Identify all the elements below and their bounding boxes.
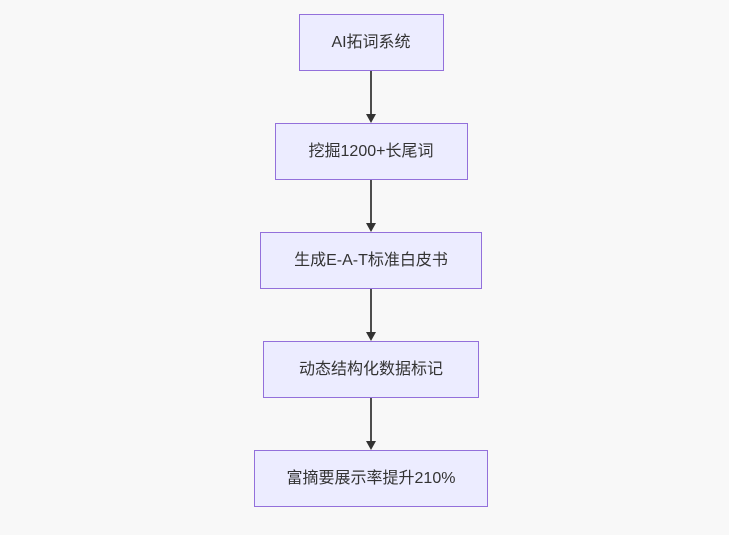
flow-arrow-3 xyxy=(365,289,377,341)
flow-node-longtail-keyword-mining: 挖掘1200+长尾词 xyxy=(274,123,468,180)
arrow-down-icon xyxy=(366,441,376,450)
arrow-line xyxy=(370,289,372,333)
arrow-down-icon xyxy=(366,223,376,232)
flow-arrow-1 xyxy=(365,71,377,123)
flow-node-label: 挖掘1200+长尾词 xyxy=(308,142,434,160)
flow-node-ai-word-expansion-system: AI拓词系统 xyxy=(298,14,444,71)
flowchart-canvas: AI拓词系统 挖掘1200+长尾词 生成E-A-T标准白皮书 动态结构化数据标记… xyxy=(254,14,488,507)
flow-node-label: 富摘要展示率提升210% xyxy=(286,469,456,487)
flow-node-label: 动态结构化数据标记 xyxy=(298,360,443,378)
arrow-line xyxy=(370,71,372,115)
arrow-down-icon xyxy=(366,332,376,341)
flow-node-label: 生成E-A-T标准白皮书 xyxy=(294,251,448,269)
flow-node-rich-snippet-rate-result: 富摘要展示率提升210% xyxy=(254,450,488,507)
arrow-line xyxy=(370,180,372,224)
flow-node-eat-whitepaper-generation: 生成E-A-T标准白皮书 xyxy=(260,232,482,289)
flow-node-dynamic-structured-data-markup: 动态结构化数据标记 xyxy=(263,341,479,398)
arrow-line xyxy=(370,398,372,442)
flow-arrow-4 xyxy=(365,398,377,450)
flow-arrow-2 xyxy=(365,180,377,232)
flow-node-label: AI拓词系统 xyxy=(331,33,411,51)
arrow-down-icon xyxy=(366,114,376,123)
